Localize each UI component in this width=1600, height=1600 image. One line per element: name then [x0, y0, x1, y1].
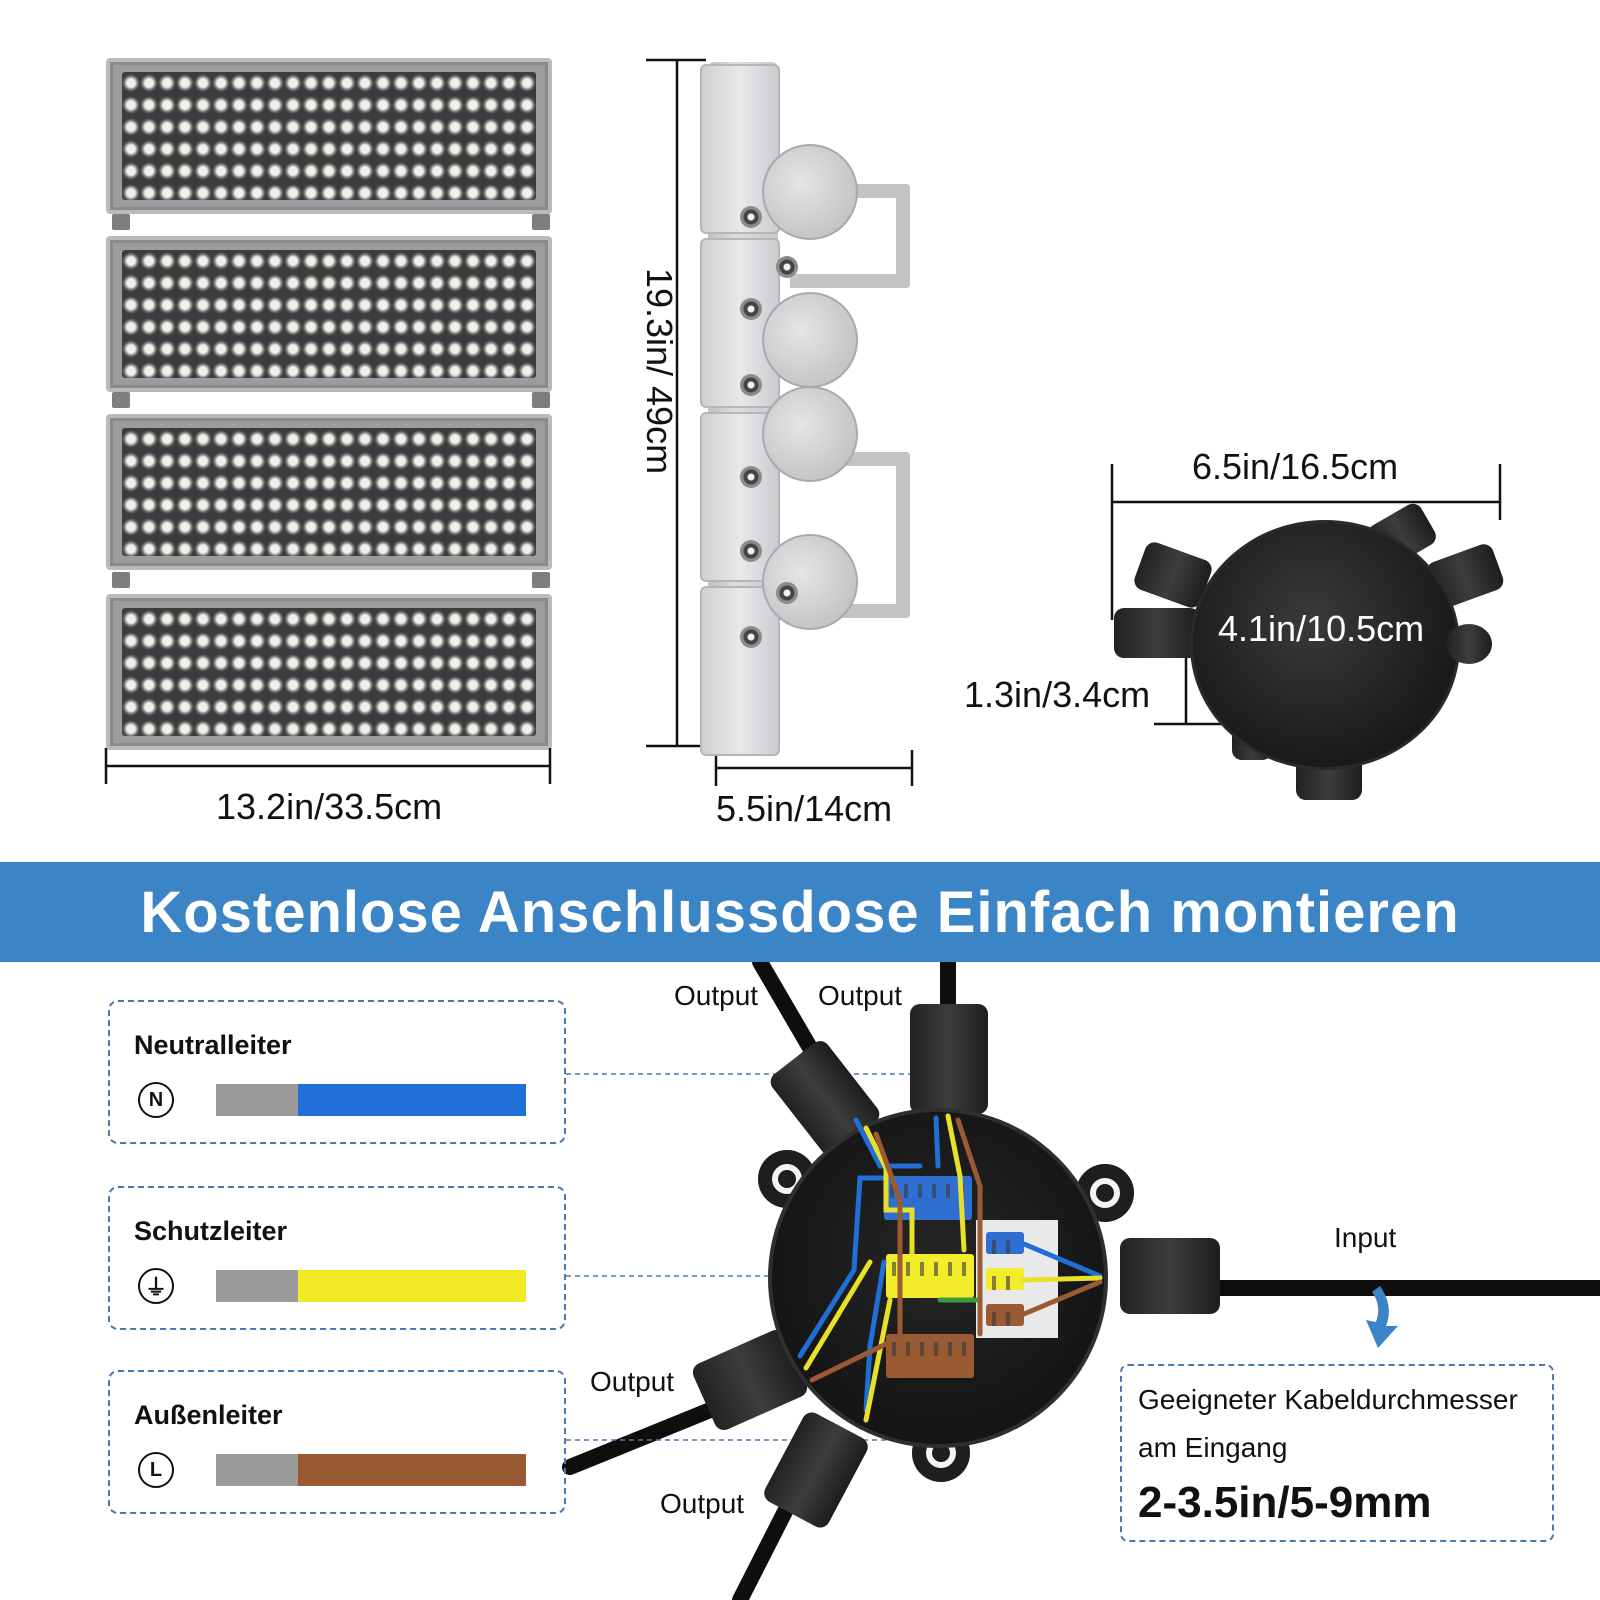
front-width-label: 13.2in/33.5cm — [216, 786, 443, 827]
led-array — [122, 428, 536, 556]
bolt — [740, 298, 762, 320]
bolt — [740, 540, 762, 562]
ground-symbol-icon: ⏚ — [138, 1268, 174, 1304]
led-module-2 — [106, 236, 552, 392]
banner: Kostenlose Anschlussdose Einfach montier… — [0, 862, 1600, 962]
led-array — [122, 608, 536, 736]
cable-gland-top-right — [910, 1004, 988, 1114]
ground-wire — [298, 1270, 526, 1302]
ground-terminal — [886, 1254, 974, 1298]
hinge — [532, 572, 550, 588]
wire-core — [216, 1454, 298, 1486]
input-neutral-terminal — [986, 1232, 1024, 1254]
height-label: 19.3in/ 49cm — [639, 267, 681, 475]
adjust-disc — [762, 292, 858, 388]
line-wire — [298, 1454, 526, 1486]
box-inner-label: 4.1in/10.5cm — [1218, 608, 1425, 649]
legend-label: Schutzleiter — [134, 1216, 288, 1246]
led-array — [122, 250, 536, 378]
cable-info-value: 2-3.5in/5-9mm — [1138, 1478, 1432, 1527]
hinge — [532, 392, 550, 408]
line-symbol-icon: L — [138, 1452, 174, 1488]
mount-ear — [1446, 624, 1492, 664]
neutral-symbol-icon: N — [138, 1082, 174, 1118]
input-label: Input — [1334, 1222, 1397, 1253]
cable-diameter-info: Geeigneter Kabeldurchmesser am Eingang 2… — [1120, 1364, 1554, 1542]
output-label-left: Output — [590, 1366, 675, 1397]
cable-info-line2: am Eingang — [1138, 1432, 1288, 1463]
input-line-terminal — [986, 1304, 1024, 1326]
input-ground-terminal — [986, 1268, 1024, 1290]
side-depth-label: 5.5in/14cm — [716, 788, 893, 829]
banner-title: Kostenlose Anschlussdose Einfach montier… — [140, 879, 1460, 945]
output-label-bottom: Output — [660, 1488, 745, 1519]
output-label-top-right: Output — [818, 980, 903, 1011]
legend-label: Neutralleiter — [134, 1030, 292, 1060]
hinge — [112, 392, 130, 408]
bolt — [740, 626, 762, 648]
bolt — [740, 374, 762, 396]
hinge — [112, 572, 130, 588]
adjust-disc — [762, 144, 858, 240]
output-label-top-left: Output — [674, 980, 759, 1011]
led-array — [122, 72, 536, 200]
cable-info-line1: Geeigneter Kabeldurchmesser — [1138, 1384, 1518, 1415]
box-height-label: 1.3in/3.4cm — [964, 674, 1151, 715]
bolt — [740, 466, 762, 488]
hinge — [532, 214, 550, 230]
line-terminal — [886, 1334, 974, 1378]
hinge — [112, 214, 130, 230]
neutral-terminal — [884, 1176, 972, 1220]
side-segment — [700, 586, 780, 756]
neutral-wire — [298, 1084, 526, 1116]
legend-ground: Schutzleiter ⏚ — [108, 1186, 566, 1330]
led-module-4 — [106, 594, 552, 750]
bolt — [776, 256, 798, 278]
wire-core — [216, 1084, 298, 1116]
legend-label: Außenleiter — [134, 1400, 283, 1430]
adjust-disc — [762, 534, 858, 630]
legend-line: Außenleiter L — [108, 1370, 566, 1514]
bolt — [740, 206, 762, 228]
adjust-disc — [762, 386, 858, 482]
wire-core — [216, 1270, 298, 1302]
box-width-label: 6.5in/16.5cm — [1192, 446, 1399, 487]
led-module-3 — [106, 414, 552, 570]
cable-gland-input — [1120, 1238, 1220, 1314]
bolt — [776, 582, 798, 604]
cable-gland — [1114, 608, 1200, 658]
legend-neutral: Neutralleiter N — [108, 1000, 566, 1144]
led-module-1 — [106, 58, 552, 214]
